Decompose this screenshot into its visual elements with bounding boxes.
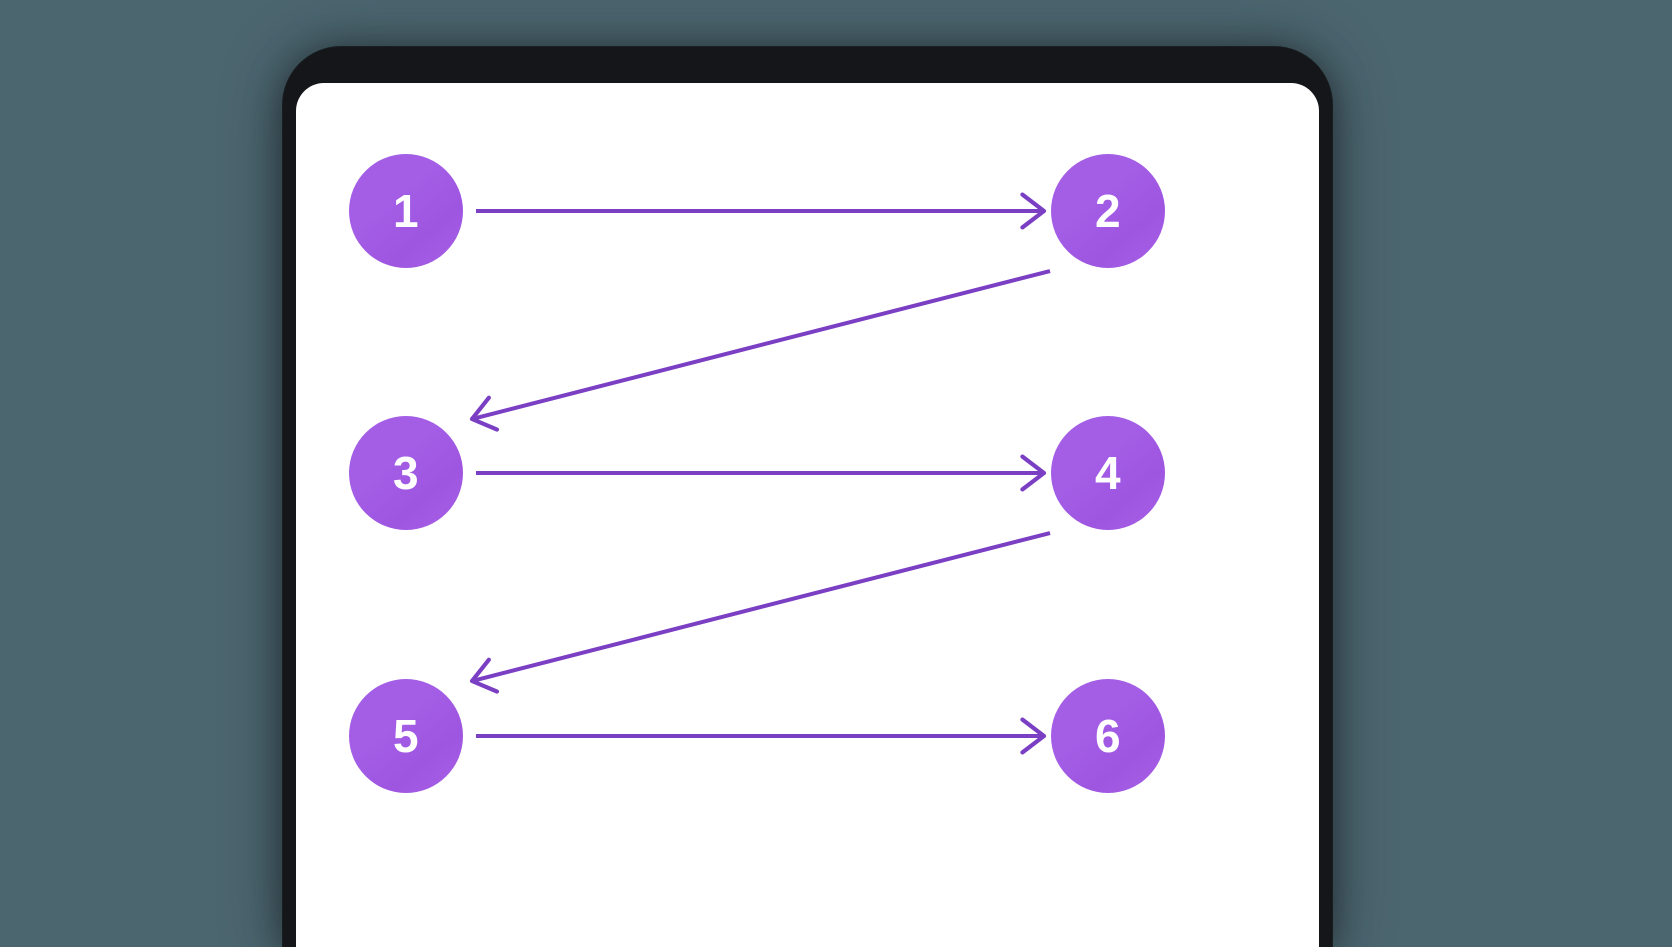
node-4-label: 4 (1094, 447, 1122, 499)
node-2[interactable]: 2 (1051, 154, 1165, 268)
node-2-label: 2 (1094, 185, 1122, 237)
node-link-diagram: 1 2 3 4 5 6 (296, 83, 1319, 947)
node-6[interactable]: 6 (1051, 679, 1165, 793)
diagram-edges-layer (469, 192, 1051, 755)
node-6-label: 6 (1094, 710, 1122, 762)
node-5[interactable]: 5 (349, 679, 463, 793)
edge-2-3 (469, 269, 1051, 432)
node-3-label: 3 (392, 447, 420, 499)
node-1[interactable]: 1 (349, 154, 463, 268)
screenshot-stage: 1 2 3 4 5 6 (283, 47, 1332, 947)
edge-4-5 (469, 531, 1051, 694)
node-3[interactable]: 3 (349, 416, 463, 530)
node-5-label: 5 (392, 710, 420, 762)
node-4[interactable]: 4 (1051, 416, 1165, 530)
device-screen: 1 2 3 4 5 6 (296, 83, 1319, 947)
edge-group (469, 192, 1051, 755)
node-1-label: 1 (392, 185, 420, 237)
